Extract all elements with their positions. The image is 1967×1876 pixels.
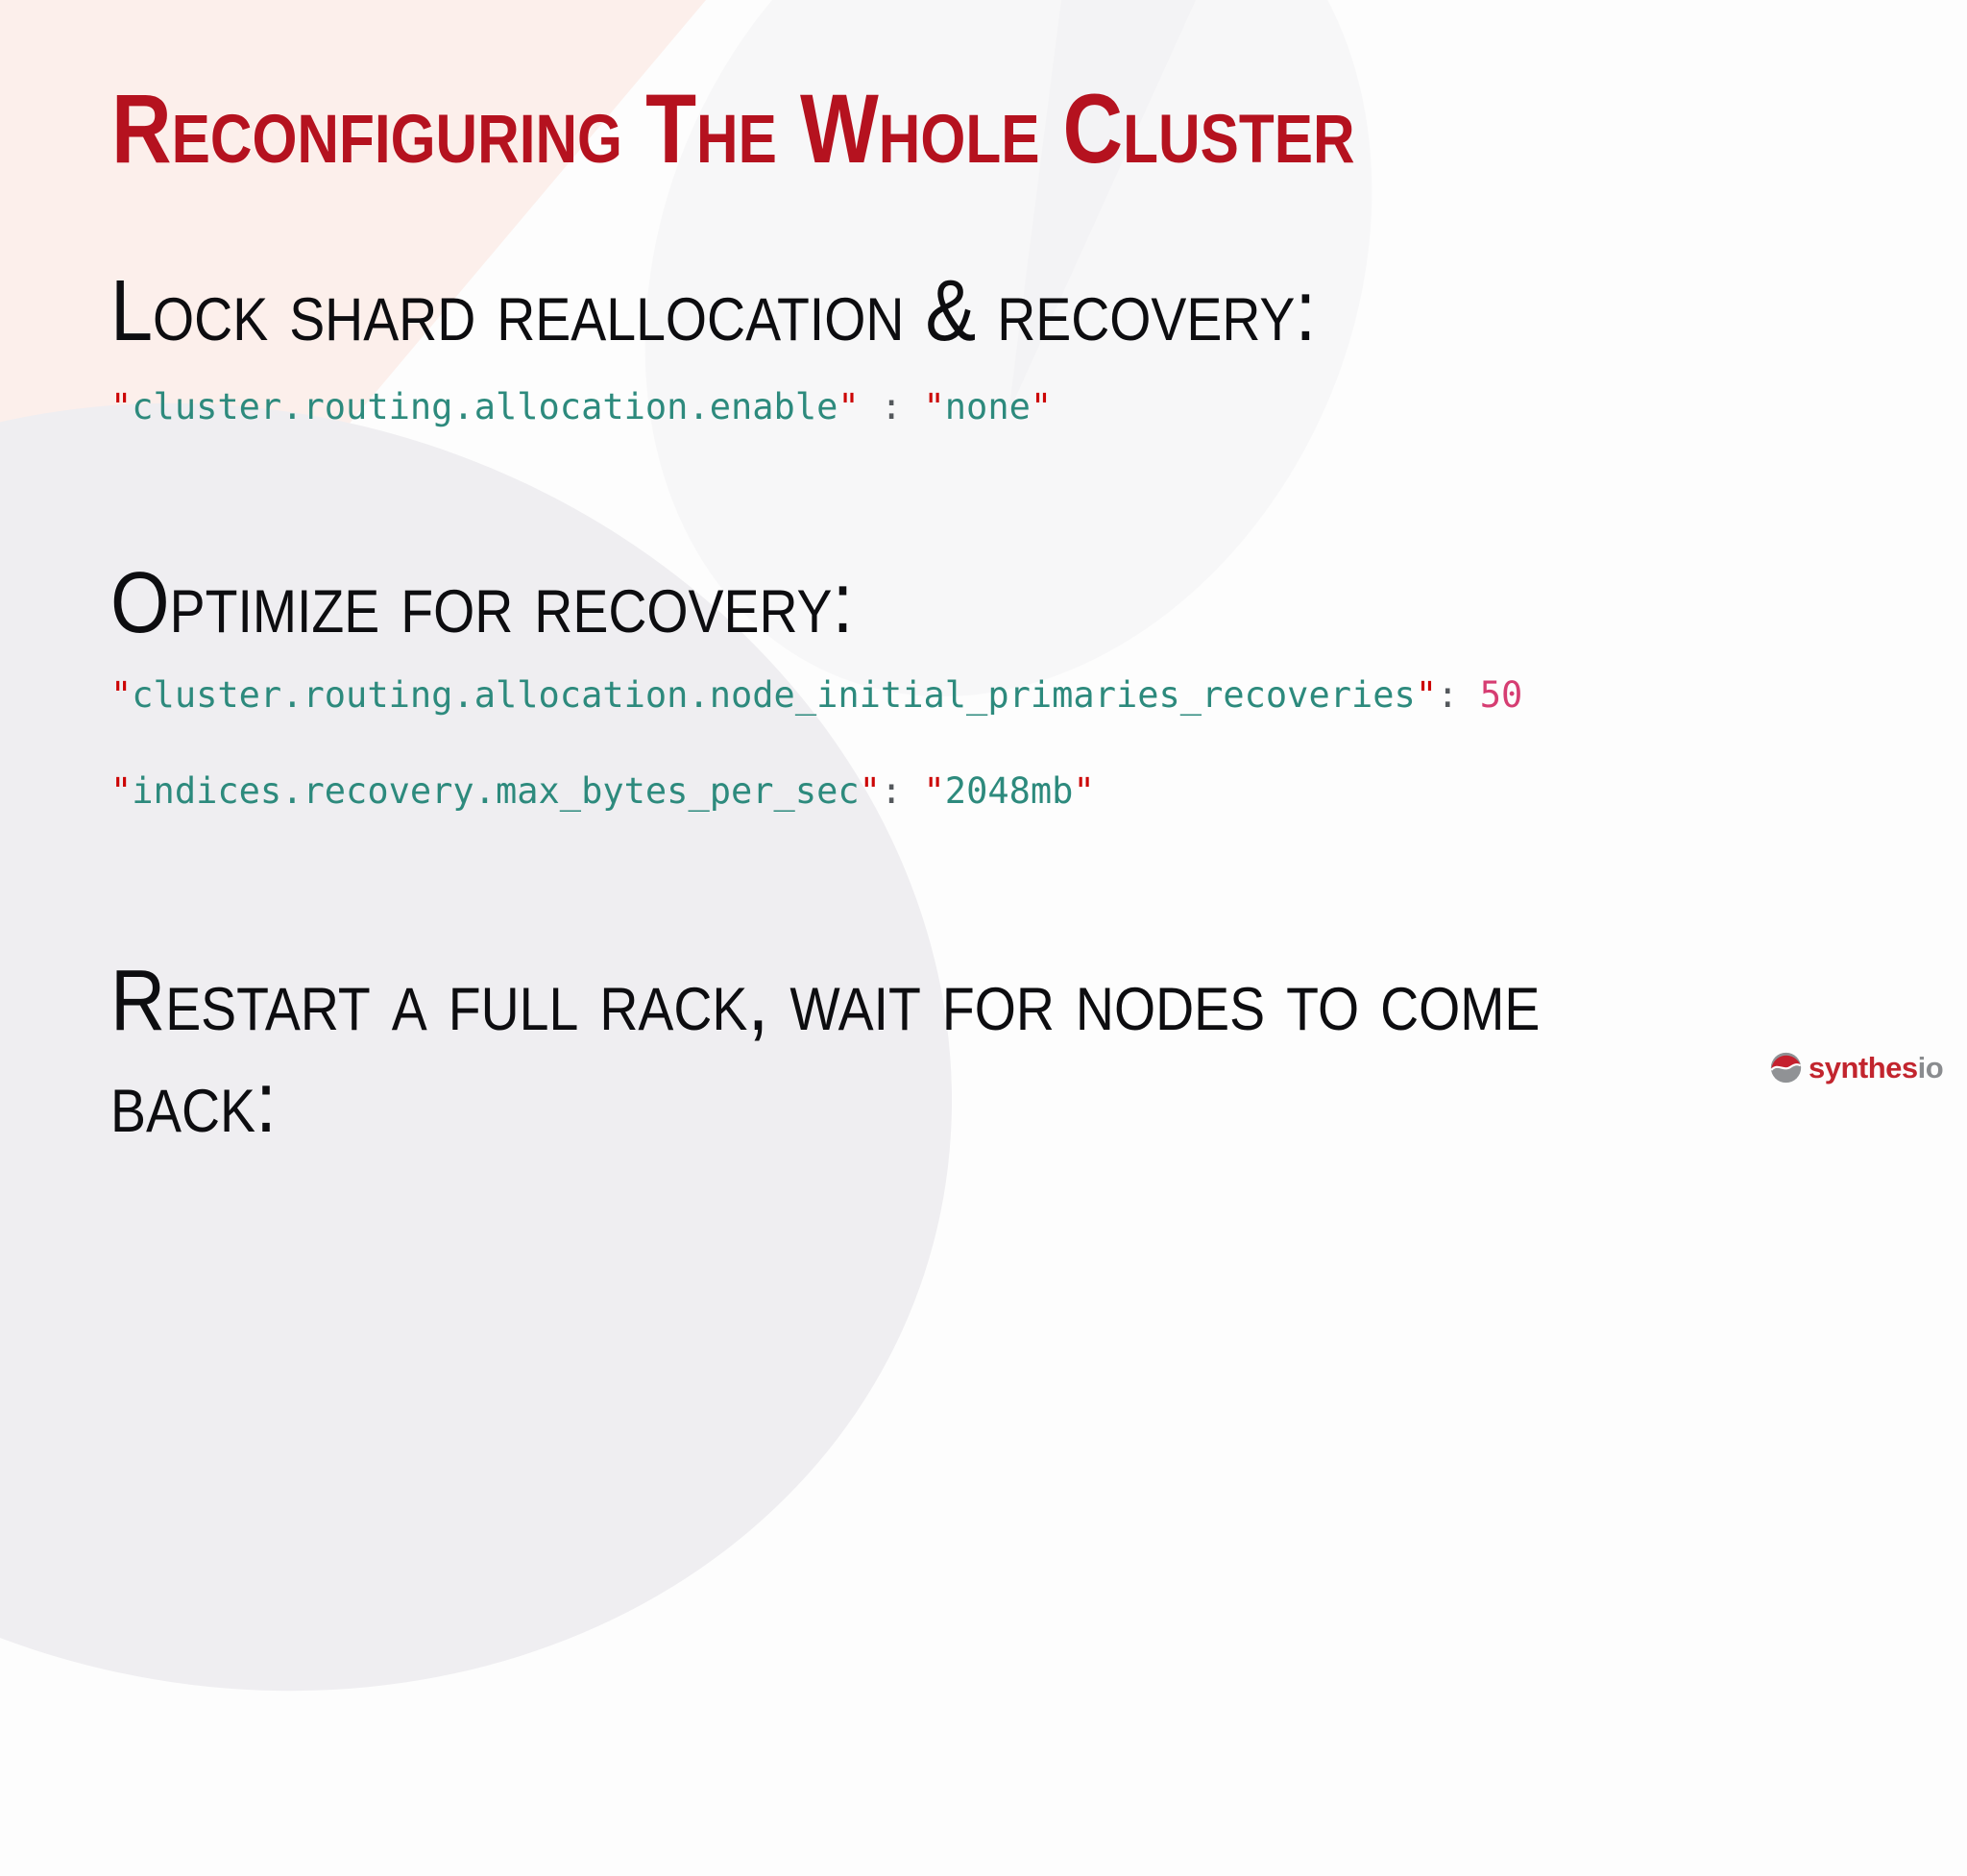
value-open-quote: " <box>923 770 945 812</box>
heading-restart-line1: Restart a full rack, wait for nodes to c… <box>110 953 1541 1049</box>
code-line-allocation-enable: "cluster.routing.allocation.enable" : "n… <box>110 389 1052 425</box>
code-line-max-bytes-per-sec: "indices.recovery.max_bytes_per_sec": "2… <box>110 773 1095 809</box>
setting-value: none <box>944 386 1031 427</box>
value-open-quote: " <box>923 386 945 427</box>
close-quote: " <box>838 386 860 427</box>
open-quote: " <box>110 386 133 427</box>
code-line-initial-primaries-recoveries: "cluster.routing.allocation.node_initial… <box>110 677 1522 713</box>
slide-title: Reconfiguring The Whole Cluster <box>111 74 1355 183</box>
heading-restart-full-rack: Restart a full rack, wait for nodes to c… <box>110 950 1540 1154</box>
logo-text-io: io <box>1917 1051 1944 1084</box>
value-close-quote: " <box>1073 770 1095 812</box>
setting-key: cluster.routing.allocation.enable <box>132 386 838 427</box>
setting-key: cluster.routing.allocation.node_initial_… <box>132 674 1416 716</box>
heading-optimize-for-recovery: Optimize for recovery: <box>110 555 854 651</box>
separator: : <box>880 770 924 812</box>
close-quote: " <box>859 770 881 812</box>
logo-text-synthes: synthes <box>1809 1051 1918 1084</box>
synthesio-logo-text: synthesio <box>1809 1051 1944 1084</box>
heading-lock-shard-reallocation: Lock shard reallocation & recovery: <box>110 263 1317 359</box>
synthesio-logo-icon <box>1770 1052 1802 1084</box>
close-quote: " <box>1415 674 1438 716</box>
open-quote: " <box>110 674 133 716</box>
separator: : <box>859 386 924 427</box>
setting-value: 2048mb <box>944 770 1074 812</box>
synthesio-logo: synthesio <box>1770 1051 1944 1084</box>
setting-key: indices.recovery.max_bytes_per_sec <box>132 770 860 812</box>
setting-value-number: 50 <box>1479 674 1523 716</box>
open-quote: " <box>110 770 133 812</box>
heading-restart-line2: back: <box>110 1055 277 1151</box>
separator: : <box>1437 674 1480 716</box>
value-close-quote: " <box>1030 386 1053 427</box>
